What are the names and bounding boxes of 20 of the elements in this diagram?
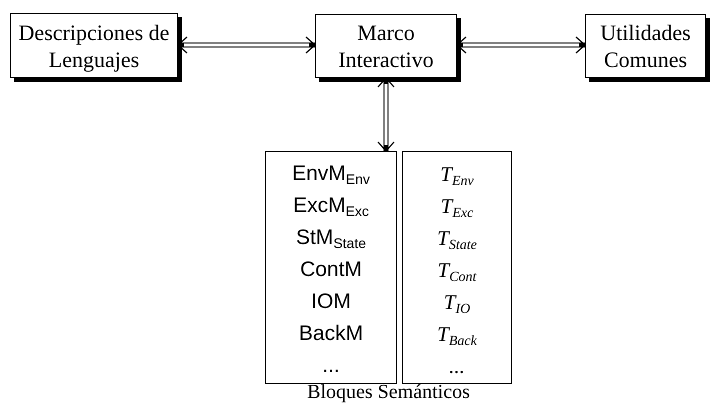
list-item: T$_{State}$: [437, 225, 477, 254]
list-box: [402, 151, 512, 384]
list-box: [265, 151, 397, 384]
box-label: Descripciones de Lenguajes: [18, 18, 170, 72]
list-item: ...: [322, 353, 340, 379]
list-item: ...: [449, 353, 465, 380]
list-item: ExcM$_{Exc}$: [293, 193, 369, 220]
group-caption: Bloques Semánticos: [306, 381, 471, 403]
list-item: EnvM$_{Env}$: [292, 161, 370, 188]
list-item: BackM: [298, 321, 364, 347]
list-item: StM$_{State}$: [296, 225, 366, 252]
list-item: T$_{Env}$: [440, 161, 474, 190]
list-item: T$_{Back}$: [437, 321, 477, 350]
list-item: ContM: [300, 257, 362, 283]
list-item: T$_{Cont}$: [438, 257, 476, 286]
box-label: Marco Interactivo: [337, 19, 435, 73]
box-label: Utilidades Comunes: [599, 19, 692, 73]
list-item: T$_{IO}$: [444, 289, 470, 318]
list-item: T$_{Exc}$: [440, 193, 474, 222]
list-item: IOM: [311, 289, 351, 315]
